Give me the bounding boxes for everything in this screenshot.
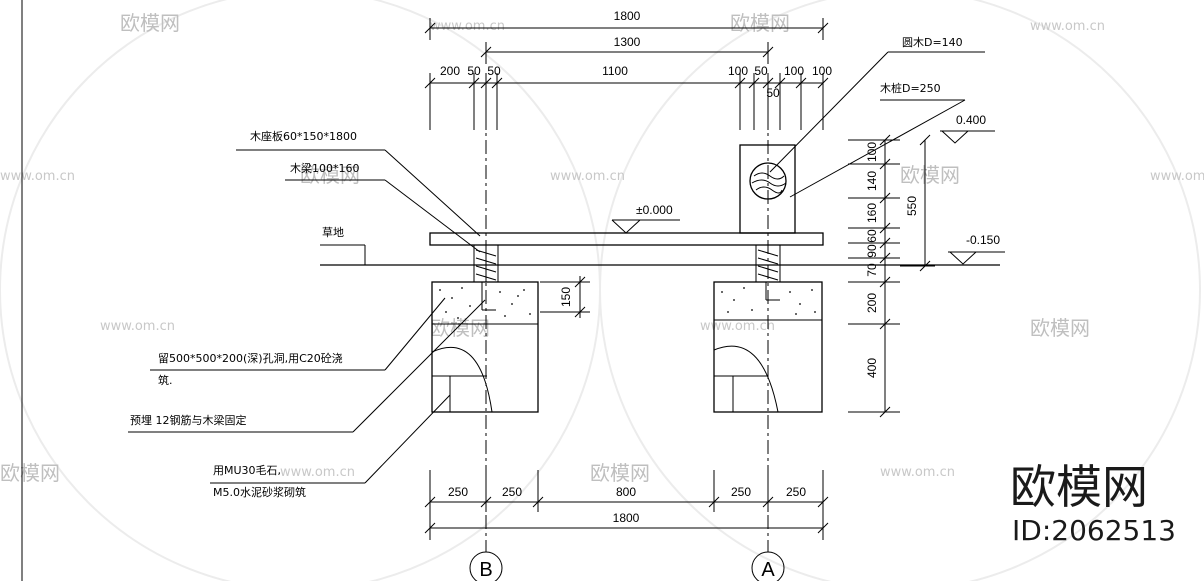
watermark-site: www.om.cn <box>100 319 175 334</box>
dim-right-seg: 160 <box>865 203 879 223</box>
brand-watermark: 欧模网 ID:2062513 <box>1010 460 1176 547</box>
dim-top-seg: 50 <box>754 64 768 78</box>
label-seat-board: 木座板60*150*1800 <box>250 129 357 143</box>
top-dimensions: 1800 1300 200 50 <box>424 9 832 130</box>
elev-top: 0.400 <box>956 113 986 127</box>
round-log <box>749 162 787 200</box>
dim-top-extra: 50 <box>766 86 780 100</box>
label-lawn: 草地 <box>322 226 344 239</box>
dim-right-total: 550 <box>905 196 919 216</box>
label-wood-column: 木桩D=250 <box>880 81 941 95</box>
watermark-text: 欧模网 <box>730 11 790 35</box>
dim-bottom-seg: 250 <box>731 485 751 499</box>
dim-top-seg: 200 <box>440 64 460 78</box>
label-masonry-line1: 用MU30毛石, <box>213 464 281 477</box>
dim-top-total: 1800 <box>614 9 641 23</box>
dim-bottom-seg: 250 <box>448 485 468 499</box>
watermark-text: 欧模网 <box>590 461 650 485</box>
dim-top-seg: 50 <box>487 64 501 78</box>
label-masonry-line2: M5.0水泥砂浆砌筑 <box>213 485 306 499</box>
dim-right-seg: 140 <box>865 171 879 191</box>
dim-top-seg: 100 <box>784 64 804 78</box>
watermark-text: 欧模网 <box>900 163 960 187</box>
watermark-text: 欧模网 <box>0 461 60 485</box>
dim-top-second: 1300 <box>614 35 641 49</box>
annotations: 圆木D=140 木桩D=250 木座板60*150*1800 木梁100*160… <box>128 36 985 499</box>
elev-ground: ±0.000 <box>636 203 673 217</box>
bottom-dimensions: 250 250 800 250 250 1800 <box>424 470 829 540</box>
watermark-site: www.om.cn <box>1150 169 1204 184</box>
watermark-text: 欧模网 <box>430 316 490 340</box>
watermark-site: www.om.cn <box>1030 19 1105 34</box>
dim-top-seg: 100 <box>728 64 748 78</box>
watermark-text: 欧模网 <box>120 11 180 35</box>
dim-top-seg: 100 <box>812 64 832 78</box>
dim-footing-depth: 150 <box>559 287 573 307</box>
elevation-marks: ±0.000 0.400 -0.150 <box>611 113 1005 265</box>
watermark-site: www.om.cn <box>430 19 505 34</box>
dim-right-seg: 70 <box>865 263 879 277</box>
dim-right-seg: 60 <box>865 229 879 243</box>
footing-right <box>713 281 823 413</box>
label-embed-rebar: 预埋 12钢筋与木梁固定 <box>130 413 247 427</box>
dim-bottom-seg: 800 <box>616 485 636 499</box>
watermark-site: www.om.cn <box>700 319 775 334</box>
bench-structure <box>320 144 1000 413</box>
watermark-text: 欧模网 <box>1030 316 1090 340</box>
watermark-site: www.om.cn <box>280 465 355 480</box>
dim-right-seg: 400 <box>865 358 879 378</box>
watermark-site: www.om.cn <box>880 465 955 480</box>
watermark-text: 欧模网 <box>300 163 360 187</box>
label-round-wood: 圆木D=140 <box>902 36 963 49</box>
footing-depth-dim: 150 <box>540 276 590 318</box>
label-wood-beam: 木梁100*160 <box>290 161 360 175</box>
elev-bottom: -0.150 <box>966 233 1000 247</box>
dim-top-seg: 50 <box>467 64 481 78</box>
axis-label-a: A <box>761 559 775 581</box>
watermark-site: www.om.cn <box>0 169 75 184</box>
watermark-site: www.om.cn <box>550 169 625 184</box>
dim-bottom-total: 1800 <box>613 511 640 525</box>
axis-bubble-b <box>469 551 503 581</box>
label-hole-line1: 留500*500*200(深)孔洞,用C20砼浇 <box>158 352 343 365</box>
dim-right-seg: 200 <box>865 293 879 313</box>
brand-logo-text: 欧模网 <box>1010 460 1148 514</box>
brand-id-text: ID:2062513 <box>1012 514 1176 547</box>
axis-bubble-a <box>751 551 785 581</box>
dim-bottom-seg: 250 <box>786 485 806 499</box>
footing-left <box>431 281 539 413</box>
axis-bubbles: B A <box>469 551 785 581</box>
dim-right-seg: 90 <box>865 244 879 258</box>
seat-board <box>429 232 824 246</box>
dim-bottom-seg: 250 <box>502 485 522 499</box>
axis-label-b: B <box>479 559 492 581</box>
dim-top-seg: 1100 <box>602 64 628 78</box>
label-hole-line2: 筑. <box>158 373 173 387</box>
